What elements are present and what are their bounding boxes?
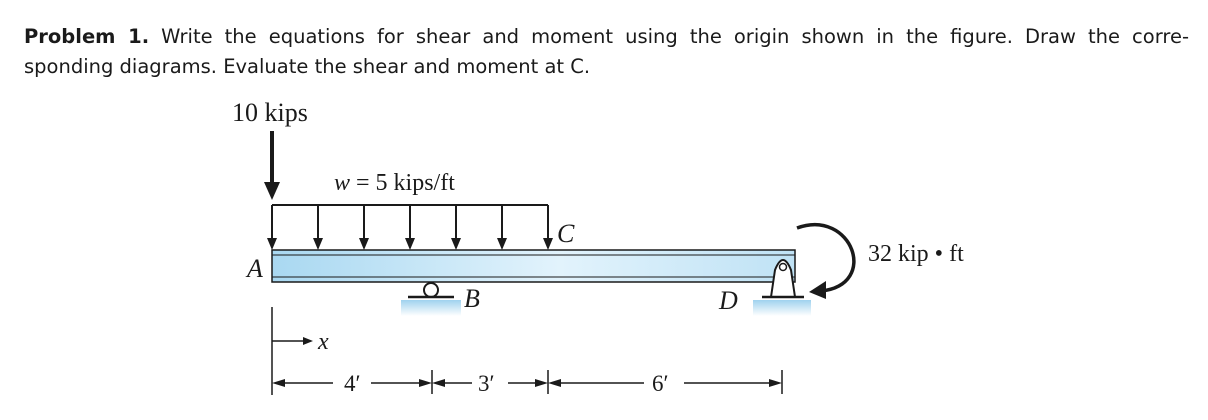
point-c-label: C	[557, 219, 575, 248]
point-a-label: A	[245, 254, 263, 283]
problem-label: Problem 1.	[24, 25, 150, 48]
problem-line-2: sponding diagrams. Evaluate the shear an…	[24, 55, 591, 78]
dim-cd-label: 6′	[652, 371, 669, 396]
pin-support-d	[753, 258, 811, 316]
point-d-label: D	[718, 286, 738, 315]
problem-text-1: Write the equations for shear and moment…	[161, 25, 1190, 48]
distributed-load-label: w = 5 kips/ft	[334, 170, 455, 196]
dim-ab-label: 4′	[344, 371, 361, 396]
point-load-arrow	[264, 131, 280, 200]
dimension-line	[272, 370, 783, 394]
problem-line-1: Problem 1. Write the equations for shear …	[24, 22, 1189, 52]
beam	[271, 249, 796, 283]
x-axis-indicator	[271, 307, 313, 395]
problem-statement: Problem 1. Write the equations for shear …	[24, 22, 1189, 82]
dim-bc-label: 3′	[478, 371, 495, 396]
distributed-load-arrows	[267, 204, 553, 250]
point-load-label: 10 kips	[232, 98, 308, 127]
moment-label: 32 kip • ft	[868, 241, 964, 267]
x-axis-label: x	[317, 329, 329, 355]
roller-support-b	[401, 282, 461, 316]
applied-moment-arrow	[796, 223, 856, 299]
point-b-label: B	[464, 284, 480, 313]
